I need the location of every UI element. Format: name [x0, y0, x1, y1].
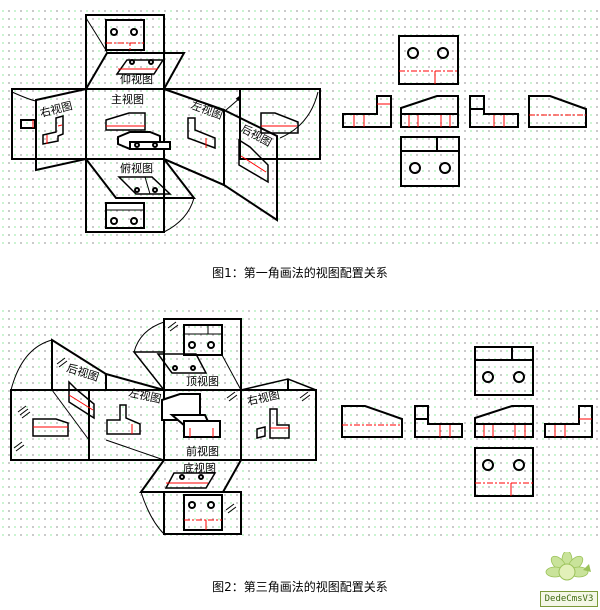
fig1-ortho-right-view: [342, 95, 392, 128]
fig1-orthographic-views: [342, 35, 587, 187]
fig1-ortho-front-view: [400, 95, 459, 128]
figure2-panel: 顶视图 前视图 底视图 左视图 后视图 右视图: [0, 310, 600, 540]
fig2-ortho-top-view: [474, 346, 534, 396]
fig2-bottom-view-part: [183, 494, 223, 531]
fig1-folded-rear-plane: [223, 108, 278, 222]
fig2-3d-object: [161, 393, 221, 438]
figure2-drawing: 顶视图 前视图 底视图 左视图 后视图 右视图: [10, 318, 593, 535]
fig2-projection-box: [10, 318, 317, 535]
fig2-label-bottom: 底视图: [183, 461, 216, 475]
fig1-label-top: 俯视图: [120, 161, 153, 175]
fig1-ortho-left-view: [469, 95, 519, 128]
fig2-label-left: 左视图: [127, 385, 162, 406]
fig1-label-front: 主视图: [111, 92, 144, 106]
figure2-caption: 图2：第三角画法的视图配置关系: [212, 580, 388, 594]
fig2-orthographic-views: [341, 346, 593, 497]
fig2-ortho-rear-view: [341, 405, 403, 438]
fig1-panel-rear-view-flat: [239, 88, 321, 160]
sunflower-logo-icon: [537, 552, 597, 608]
fig2-ortho-left-view: [414, 405, 463, 438]
fig2-label-rear: 后视图: [65, 361, 101, 385]
fig1-label-bottom: 仰视图: [120, 72, 153, 86]
fig1-ortho-bottom-view: [398, 35, 459, 85]
fig1-panel-top-view: [85, 158, 165, 233]
fig1-bottom-view-part: [105, 19, 145, 51]
figure1-panel: 仰视图 主视图 右视图 左视图 后视图 俯视图: [0, 10, 600, 246]
fig2-top-view-part: [183, 324, 223, 356]
fig2-ortho-bottom-view: [474, 447, 534, 497]
fig1-projection-box: [11, 14, 321, 233]
fig2-label-top: 顶视图: [186, 374, 219, 388]
fig2-glass-hatching: [13, 321, 311, 514]
fig2-ortho-right-view: [544, 405, 593, 438]
watermark-text: DedeCmsV3: [540, 591, 598, 607]
fig2-ortho-front-view: [474, 405, 534, 438]
fig1-ortho-top-view: [400, 136, 460, 187]
figure1-drawing: 仰视图 主视图 右视图 左视图 后视图 俯视图: [11, 14, 587, 233]
figure1-caption: 图1：第一角画法的视图配置关系: [212, 266, 388, 280]
fig1-panel-right-view-flat: [11, 88, 87, 160]
fig1-label-right: 右视图: [38, 98, 73, 120]
fig1-ortho-rear-view: [528, 95, 587, 128]
fig1-top-view-part: [105, 202, 145, 229]
fig2-panel-bottom-view: [163, 491, 242, 535]
fig2-panel-rear-view: [10, 389, 90, 461]
fig2-label-front: 前视图: [186, 444, 219, 458]
fig1-3d-object: [105, 112, 171, 150]
fig2-label-right: 右视图: [246, 387, 281, 408]
